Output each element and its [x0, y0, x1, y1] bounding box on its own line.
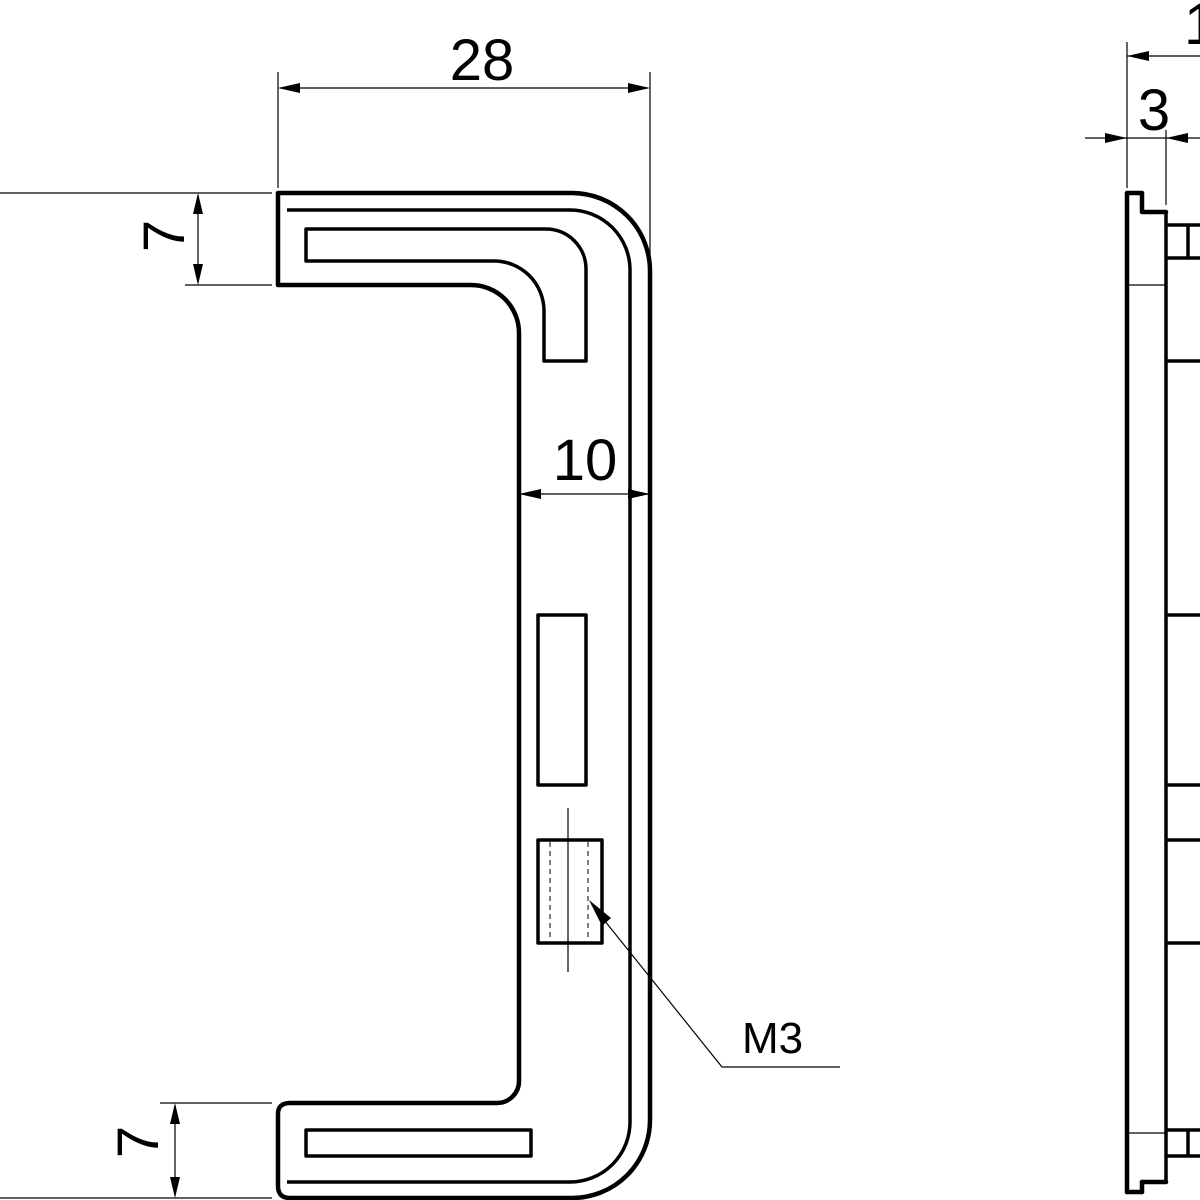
thread-callout: M3: [589, 900, 840, 1068]
profile-inner-contour: [287, 208, 632, 1184]
dimension-overall-width: 28: [277, 28, 651, 262]
dim-7-top-label: 7: [132, 220, 197, 252]
dim-3-label: 3: [1138, 78, 1170, 143]
dim-28-label: 28: [450, 28, 515, 93]
profile-outer-outline: [275, 190, 653, 1200]
side-view: [1124, 190, 1200, 1195]
dimension-top-flange: 7: [0, 192, 272, 286]
bottom-slot: [304, 1128, 533, 1158]
top-slot: [304, 227, 588, 363]
web-window: [536, 613, 588, 787]
thread-label: M3: [742, 1014, 803, 1063]
side-plate-outline: [1124, 190, 1169, 1195]
threaded-hole: [536, 838, 604, 945]
dimension-side-partial: 1: [1127, 0, 1200, 61]
dim-7-bottom-label: 7: [106, 1126, 171, 1158]
dimension-web-width: 10: [519, 428, 650, 499]
dim-partial-label: 1: [1184, 0, 1200, 57]
dimension-side-3: 3: [1085, 42, 1200, 205]
dim-10-label: 10: [553, 428, 618, 493]
front-view: [275, 190, 653, 1200]
dimension-bottom-flange: 7: [0, 1102, 272, 1199]
